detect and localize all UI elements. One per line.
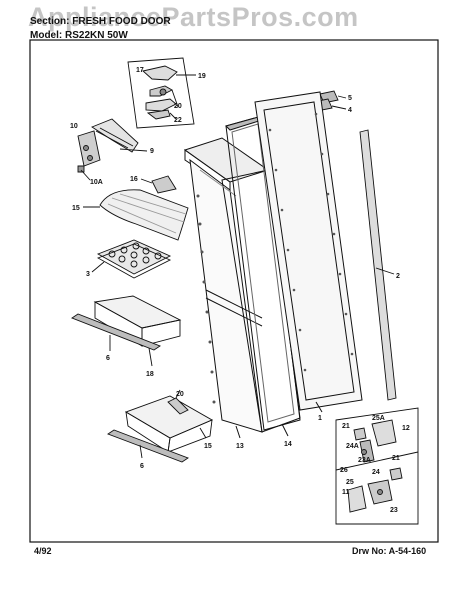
callout-10A: 12	[402, 425, 410, 432]
tab-part-14	[140, 175, 177, 194]
drawing-number-label: Drw No:	[352, 546, 387, 556]
model-label: Model:	[30, 30, 63, 41]
trim-strip-part-6-upper	[71, 313, 161, 351]
callout-11: 13	[236, 443, 244, 450]
callout-18: 20	[176, 391, 184, 398]
callout-2: 2	[396, 273, 400, 280]
model-value: RS22KN 50W	[65, 30, 128, 41]
callout-25A: 25A	[372, 415, 385, 422]
callout-13: 15	[72, 205, 80, 212]
model-line: Model: RS22KN 50W	[30, 30, 128, 41]
inset-hinge-assembly	[335, 407, 419, 525]
callout-21-lower: 21	[392, 455, 400, 462]
callout-25: 25	[346, 479, 354, 486]
section-value: FRESH FOOD DOOR	[72, 16, 171, 27]
callout-14: 16	[130, 176, 138, 183]
trim-strip-part-6-lower	[107, 429, 189, 463]
callout-10: 11	[342, 489, 350, 496]
callout-24: 24	[372, 469, 380, 476]
section-line: Section: FRESH FOOD DOOR	[30, 16, 171, 27]
callout-6-upper: 6	[106, 355, 110, 362]
side-trim-part-2	[359, 129, 397, 401]
drawing-number-line: Drw No: A-54-160	[352, 546, 426, 556]
section-label: Section:	[30, 16, 70, 27]
callout-19: 19	[198, 73, 206, 80]
drawing-number: A-54-160	[388, 546, 427, 556]
callout-23: 23	[390, 507, 398, 514]
callout-22: 22	[174, 117, 182, 124]
callout-16: 18	[146, 371, 154, 378]
drawing-date: 4/92	[34, 546, 52, 556]
egg-tray-part-3	[91, 239, 172, 279]
callout-24A: 24A	[346, 443, 359, 450]
callout-4: 4	[348, 107, 352, 114]
callout-7: 9	[150, 148, 154, 155]
hinge-bracket-parts	[77, 118, 148, 181]
callout-12: 14	[284, 441, 292, 448]
callout-17: 17	[136, 67, 144, 74]
callout-8: 10	[70, 123, 78, 130]
callout-9: 10A	[90, 179, 103, 186]
callout-6-lower: 6	[140, 463, 144, 470]
callout-26: 26	[340, 467, 348, 474]
callout-15: 15	[204, 443, 212, 450]
callout-1: 1	[318, 415, 322, 422]
door-gasket-part-12	[225, 115, 301, 437]
dairy-door-part-13	[83, 189, 189, 241]
inset-hinge-parts	[127, 57, 196, 129]
door-bin-part-16	[93, 295, 182, 367]
callout-labels: 17 19 20 22 5 4 10 9 10A 16 15 3 2 6 18 …	[70, 67, 410, 514]
outer-door-panel-part-1	[254, 91, 363, 413]
callout-21-upper: 21	[342, 423, 350, 430]
callout-23A: 23A	[358, 457, 371, 464]
callout-5: 5	[348, 95, 352, 102]
callout-20: 20	[174, 103, 182, 110]
callout-3: 3	[86, 271, 90, 278]
